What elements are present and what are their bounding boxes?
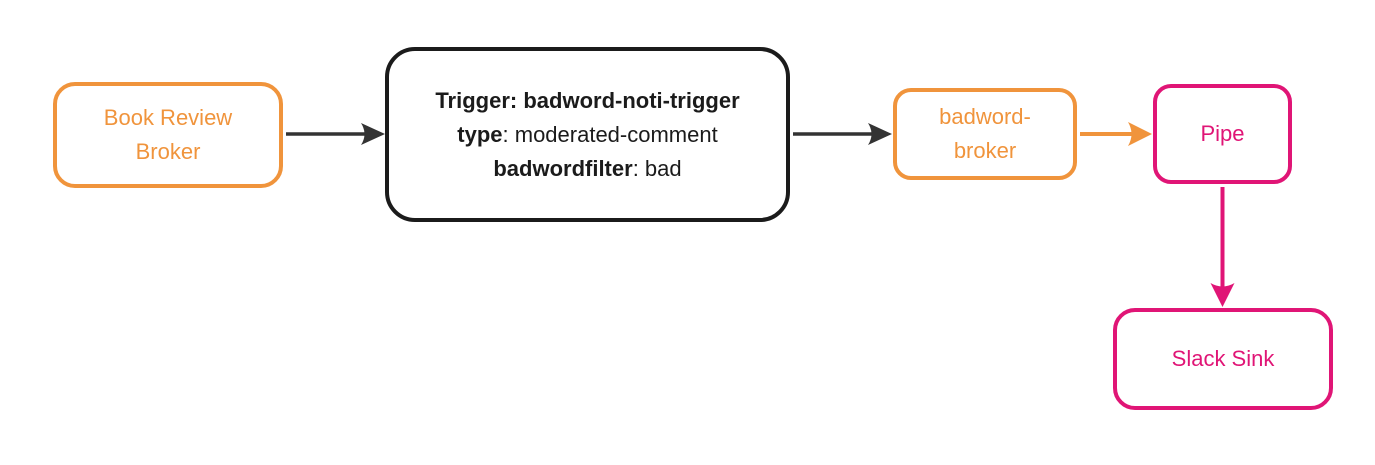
trigger-type-key: type (457, 121, 503, 147)
trigger-title: Trigger: badword-noti-trigger (435, 87, 740, 113)
node-book-review-broker: Book Review Broker (53, 82, 283, 188)
arrow-trigger-to-badword-broker (793, 123, 892, 145)
trigger-type-value: : moderated-comment (502, 121, 718, 147)
node-book-review-broker-label: Book Review Broker (103, 105, 233, 164)
arrowhead-right-icon (361, 123, 385, 145)
trigger-filter-line: badwordfilter: bad (435, 152, 739, 186)
node-trigger: Trigger: badword-noti-trigger type: mode… (385, 47, 790, 222)
node-badword-broker: badword-broker (893, 88, 1077, 180)
arrow-pipe-to-slack-sink (1210, 187, 1235, 307)
arrowhead-right-icon (1128, 122, 1152, 146)
arrowhead-right-icon (868, 123, 892, 145)
arrow-book-review-broker-to-trigger (286, 123, 385, 145)
node-badword-broker-label: badword-broker (939, 104, 1031, 163)
arrowhead-down-icon (1210, 283, 1235, 307)
trigger-filter-value: : bad (632, 155, 682, 181)
node-pipe-label: Pipe (1200, 121, 1245, 146)
trigger-filter-key: badwordfilter (493, 155, 633, 181)
trigger-text: Trigger: badword-noti-trigger type: mode… (435, 84, 739, 186)
arrow-badword-broker-to-pipe (1080, 122, 1152, 146)
node-pipe: Pipe (1153, 84, 1292, 184)
node-slack-sink-label: Slack Sink (1171, 346, 1275, 371)
node-slack-sink: Slack Sink (1113, 308, 1333, 410)
trigger-type-line: type: moderated-comment (435, 118, 739, 152)
